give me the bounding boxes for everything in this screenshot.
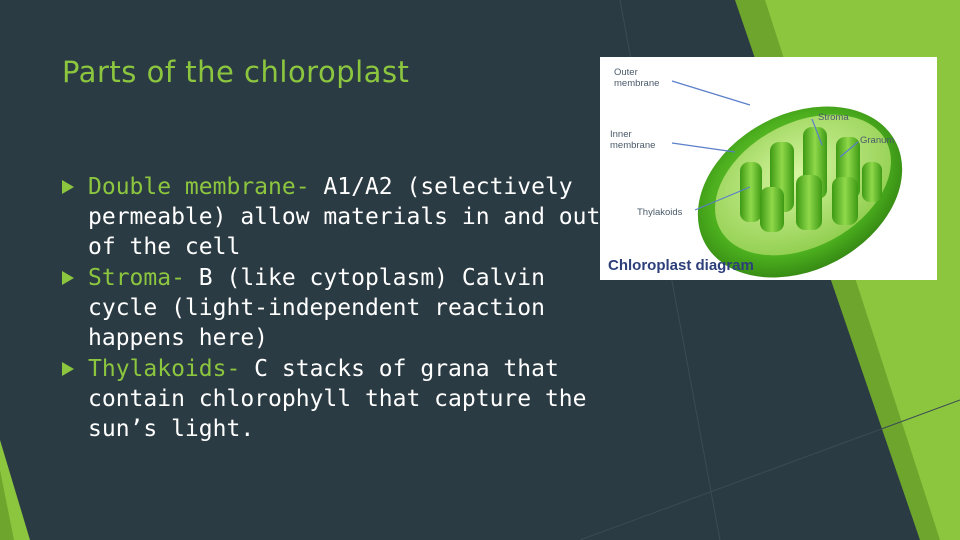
bullet-term: Stroma- [88,265,185,291]
triangle-bullet-icon [62,180,74,194]
bullet-text: B (like cytoplasm) Calvin cycle (light-i… [88,265,545,351]
label-thylakoids: Thylakoids [637,207,683,218]
chloroplast-figure: Outer membrane Inner membrane Stroma Gra… [600,57,937,280]
label-leader-lines [671,80,859,211]
triangle-bullet-icon [62,362,74,376]
bullet-text: C stacks of grana that contain chlorophy… [88,356,587,442]
label-granum: Granum [860,135,895,146]
slide-title: Parts of the chloroplast [62,55,410,89]
bullet-term: Double membrane- [88,174,310,200]
figure-caption: Chloroplast diagram [608,257,754,274]
left-corner-inner [0,470,14,540]
chloroplast-illustration [671,80,903,278]
faint-line-2 [579,399,960,540]
chloroplast-body [697,106,903,278]
bullet-item-thylakoids: Thylakoids- C stacks of grana that conta… [62,354,602,444]
grana-stacks [740,127,882,232]
bullet-text: A1/A2 (selectively permeable) allow mate… [88,174,601,260]
label-inner-membrane: Inner membrane [610,129,656,151]
bullet-item-double-membrane: Double membrane- A1/A2 (selectively perm… [62,172,602,262]
bullet-item-stroma: Stroma- B (like cytoplasm) Calvin cycle … [62,263,602,353]
label-stroma: Stroma [818,112,849,123]
bullet-list: Double membrane- A1/A2 (selectively perm… [62,172,602,445]
bullet-term: Thylakoids- [88,356,241,382]
label-outer-membrane: Outer membrane [614,67,660,89]
triangle-bullet-icon [62,271,74,285]
